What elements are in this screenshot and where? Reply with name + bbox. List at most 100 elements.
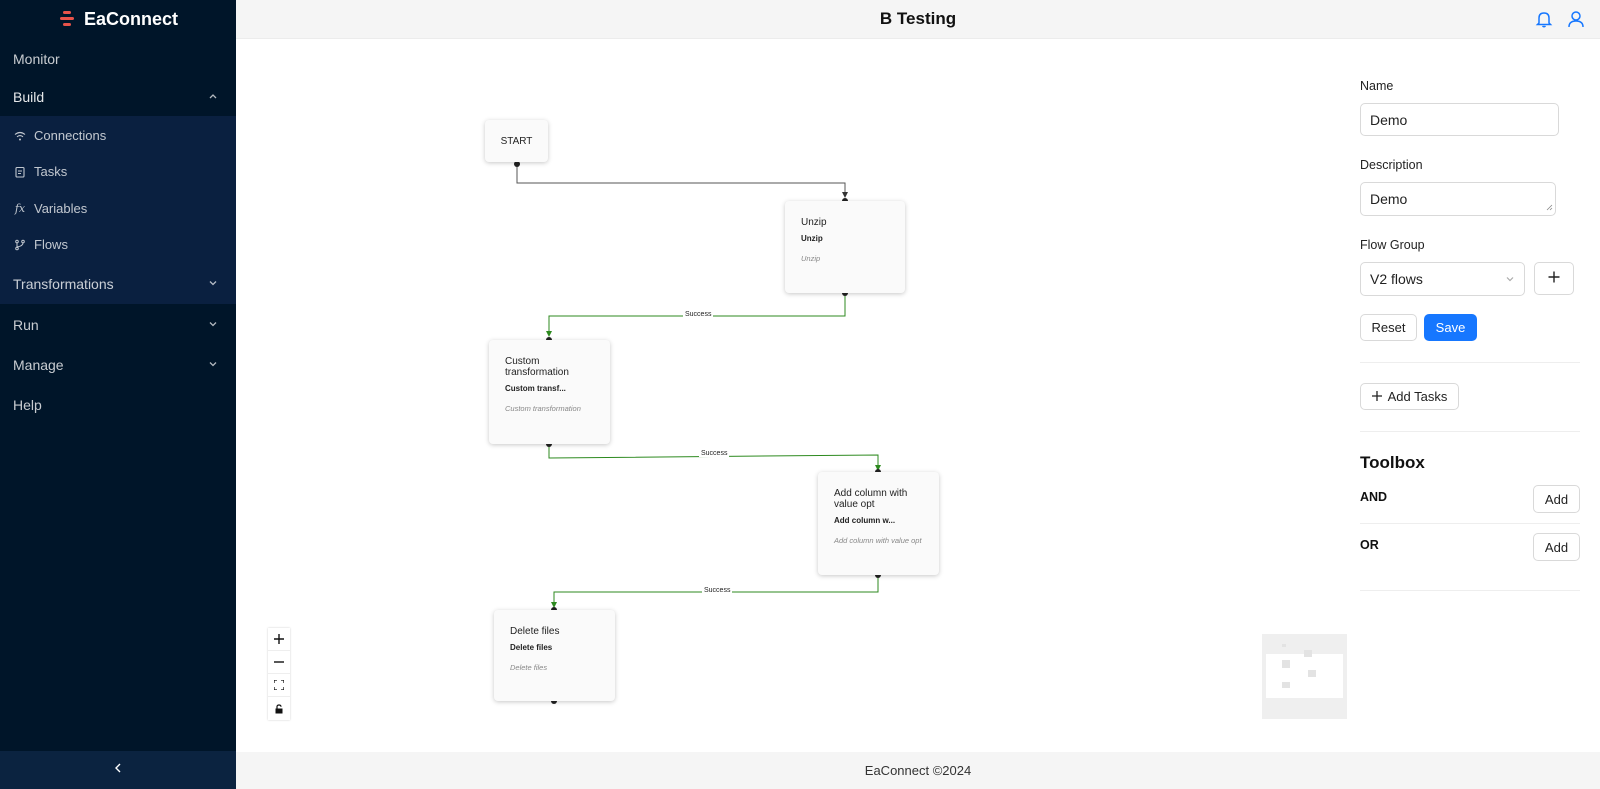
function-icon: fx (14, 202, 26, 215)
sidebar-collapse-button[interactable] (0, 751, 236, 789)
sidebar-item-label: Build (13, 89, 45, 105)
flow-node[interactable]: Add column with value opt Add column w..… (818, 472, 939, 575)
sidebar-item-label: Transformations (13, 276, 114, 292)
add-and-button[interactable]: Add (1533, 485, 1580, 513)
fit-view-button[interactable] (268, 674, 290, 697)
flow-node[interactable]: Custom transformation Custom transf... C… (489, 340, 610, 444)
sidebar-item-label: Tasks (34, 164, 68, 179)
chevron-down-icon (208, 278, 218, 291)
sidebar-item-connections[interactable]: Connections (0, 116, 236, 153)
save-button[interactable]: Save (1424, 314, 1477, 341)
sidebar-item-label: Flows (34, 237, 68, 252)
logo-icon (58, 10, 76, 28)
name-input-value: Demo (1370, 111, 1408, 128)
name-input[interactable]: Demo (1360, 103, 1559, 136)
toolbox-title: Toolbox (1360, 453, 1425, 472)
flow-node-start[interactable]: START (485, 120, 548, 162)
node-title: Unzip (801, 217, 827, 228)
zoom-controls (268, 628, 290, 720)
sidebar-item-run[interactable]: Run (0, 305, 236, 345)
node-title: Custom transformation (505, 356, 569, 378)
flow-group-selected-value: V2 flows (1370, 271, 1423, 287)
user-icon[interactable] (1566, 9, 1586, 29)
page-title: B Testing (879, 9, 957, 28)
node-description: Add column with value opt (834, 536, 922, 545)
sidebar-item-tasks[interactable]: Tasks (0, 153, 236, 190)
sidebar-item-help[interactable]: Help (0, 385, 236, 425)
sidebar-item-label: Manage (13, 357, 64, 373)
sidebar-item-flows[interactable]: Flows (0, 227, 236, 264)
reset-button[interactable]: Reset (1360, 314, 1417, 341)
edge-start-unzip (516, 164, 848, 198)
edge-label: Success (699, 450, 730, 457)
minimap-node (1308, 670, 1316, 677)
name-label: Name (1360, 79, 1394, 93)
plus-icon (274, 631, 284, 647)
fullscreen-icon (273, 677, 285, 693)
flow-group-select[interactable]: V2 flows (1360, 262, 1525, 296)
sidebar-item-label: Run (13, 317, 39, 333)
zoom-in-button[interactable] (268, 628, 290, 651)
flow-edges (514, 161, 881, 704)
divider (1360, 362, 1580, 363)
node-description: Delete files (510, 663, 548, 672)
minimap[interactable] (1262, 634, 1347, 719)
lock-button[interactable] (268, 697, 290, 720)
divider (1360, 523, 1580, 524)
plus-icon (1371, 389, 1382, 404)
minimap-node (1282, 660, 1290, 668)
chevron-down-icon (208, 359, 218, 372)
chevron-down-icon (1505, 271, 1515, 287)
description-textarea-value: Demo (1370, 191, 1408, 207)
handle (514, 161, 520, 167)
wifi-icon (14, 130, 26, 142)
header: B Testing (236, 0, 1600, 39)
node-description: Unzip (801, 254, 821, 263)
node-subtitle: Delete files (510, 643, 553, 652)
chevron-down-icon (208, 319, 218, 332)
toolbox-item-label: AND (1360, 490, 1388, 504)
minus-icon (274, 654, 284, 670)
clipboard-icon (14, 166, 26, 178)
sidebar-item-label: Connections (34, 128, 107, 143)
sidebar: EaConnect Monitor Build Connections Task… (0, 0, 236, 789)
minimap-node (1282, 644, 1286, 647)
resize-handle-icon[interactable] (1546, 198, 1553, 214)
node-subtitle: Add column w... (834, 516, 896, 525)
zoom-out-button[interactable] (268, 651, 290, 674)
description-label: Description (1360, 158, 1423, 172)
sidebar-item-monitor[interactable]: Monitor (0, 40, 236, 78)
add-or-button[interactable]: Add (1533, 533, 1580, 561)
node-subtitle: Unzip (801, 234, 823, 243)
divider (1360, 431, 1580, 432)
sidebar-item-transformations[interactable]: Transformations (0, 264, 236, 304)
node-title: Add column with value opt (834, 488, 908, 510)
toolbox-item-label: OR (1360, 538, 1379, 552)
sidebar-item-variables[interactable]: fx Variables (0, 190, 236, 227)
plus-icon (1548, 271, 1560, 286)
footer: EaConnect ©2024 (236, 752, 1600, 789)
flow-node[interactable]: Unzip Unzip Unzip (785, 201, 905, 293)
minimap-viewport (1266, 654, 1343, 698)
sidebar-item-manage[interactable]: Manage (0, 345, 236, 385)
lock-icon (274, 701, 284, 717)
flow-group-label: Flow Group (1360, 238, 1425, 252)
sidebar-item-build[interactable]: Build (0, 78, 236, 116)
minimap-node (1304, 650, 1312, 657)
bell-icon[interactable] (1534, 9, 1554, 29)
node-description: Custom transformation (505, 404, 581, 413)
add-tasks-button[interactable]: Add Tasks (1360, 383, 1459, 410)
add-flow-group-button[interactable] (1534, 262, 1574, 295)
flow-canvas[interactable]: START Unzip Unzip Unzip Custom transform… (236, 39, 1266, 752)
sidebar-item-label: Variables (34, 201, 88, 216)
branch-icon (14, 239, 26, 251)
sidebar-item-label: Help (13, 397, 42, 413)
edge-label: Success (702, 587, 733, 594)
logo[interactable]: EaConnect (0, 0, 236, 38)
node-title: Delete files (510, 626, 560, 637)
flow-node[interactable]: Delete files Delete files Delete files (494, 610, 615, 701)
description-textarea[interactable]: Demo (1360, 182, 1556, 216)
add-tasks-label: Add Tasks (1387, 389, 1448, 404)
logo-text: EaConnect (83, 8, 179, 29)
node-subtitle: Custom transf... (505, 384, 566, 393)
